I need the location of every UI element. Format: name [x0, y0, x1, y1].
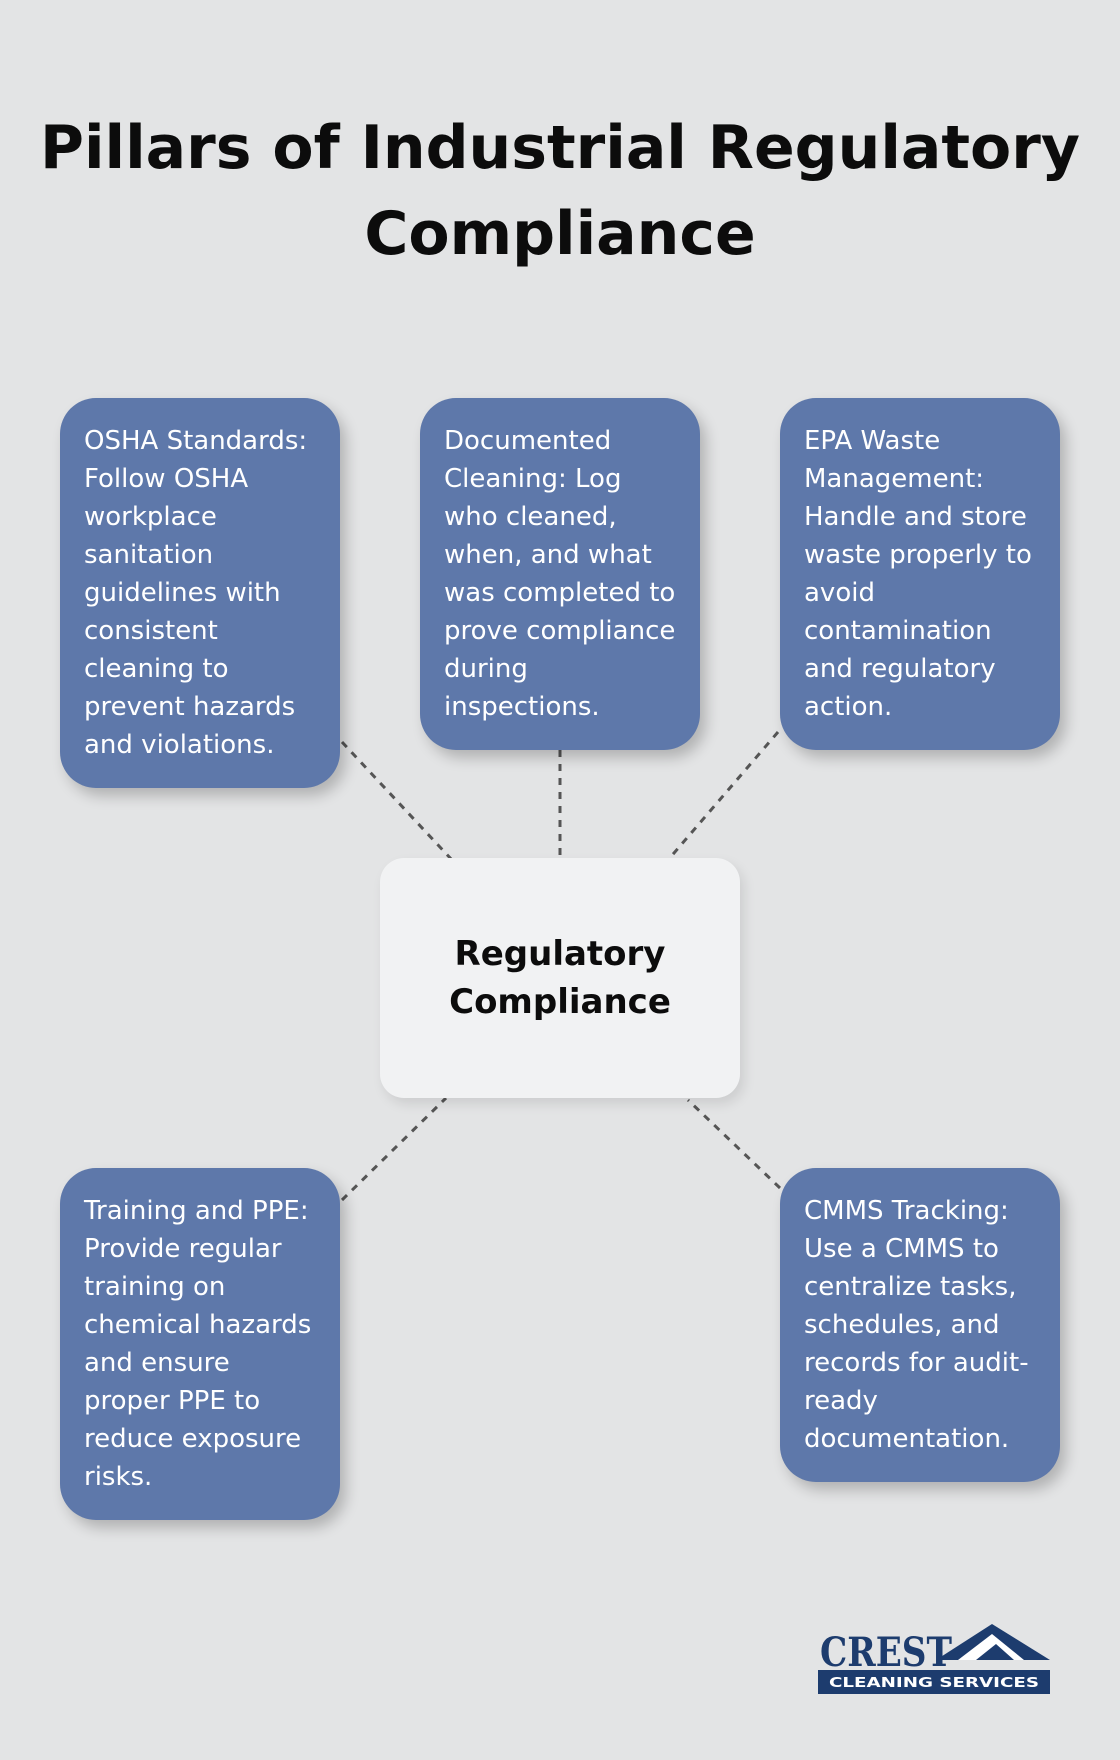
center-line-1: Regulatory: [454, 934, 666, 974]
pillar-card-cmms: CMMS Tracking: Use a CMMS to centralize …: [780, 1168, 1060, 1482]
connector-cmms: [686, 1098, 782, 1190]
pillar-card-training-ppe: Training and PPE: Provide regular traini…: [60, 1168, 340, 1520]
connector-epa: [666, 731, 780, 861]
pillar-text: EPA Waste Management: Handle and store w…: [804, 426, 1032, 722]
pillar-text: CMMS Tracking: Use a CMMS to centralize …: [804, 1196, 1029, 1454]
pillar-text: OSHA Standards: Follow OSHA workplace sa…: [84, 426, 308, 760]
pillar-text: Training and PPE: Provide regular traini…: [84, 1196, 312, 1492]
page-title: Pillars of Industrial Regulatory Complia…: [40, 105, 1080, 277]
connector-osha: [340, 740, 454, 862]
pillar-text: Documented Cleaning: Log who cleaned, wh…: [444, 426, 676, 722]
mountain-peak-icon: [936, 1624, 1050, 1660]
title-line-1: Pillars of Industrial Regulatory: [40, 113, 1080, 183]
pillar-card-osha: OSHA Standards: Follow OSHA workplace sa…: [60, 398, 340, 788]
logo-tagline: CLEANING SERVICES: [829, 1676, 1039, 1691]
center-line-2: Compliance: [449, 982, 671, 1022]
company-logo: CREST CLEANING SERVICES: [818, 1624, 1050, 1694]
logo-name: CREST: [820, 1629, 952, 1676]
title-line-2: Compliance: [364, 199, 756, 269]
center-node: Regulatory Compliance: [380, 858, 740, 1098]
pillar-card-epa-waste: EPA Waste Management: Handle and store w…: [780, 398, 1060, 750]
pillar-card-documented-cleaning: Documented Cleaning: Log who cleaned, wh…: [420, 398, 700, 750]
connector-training: [340, 1096, 448, 1202]
